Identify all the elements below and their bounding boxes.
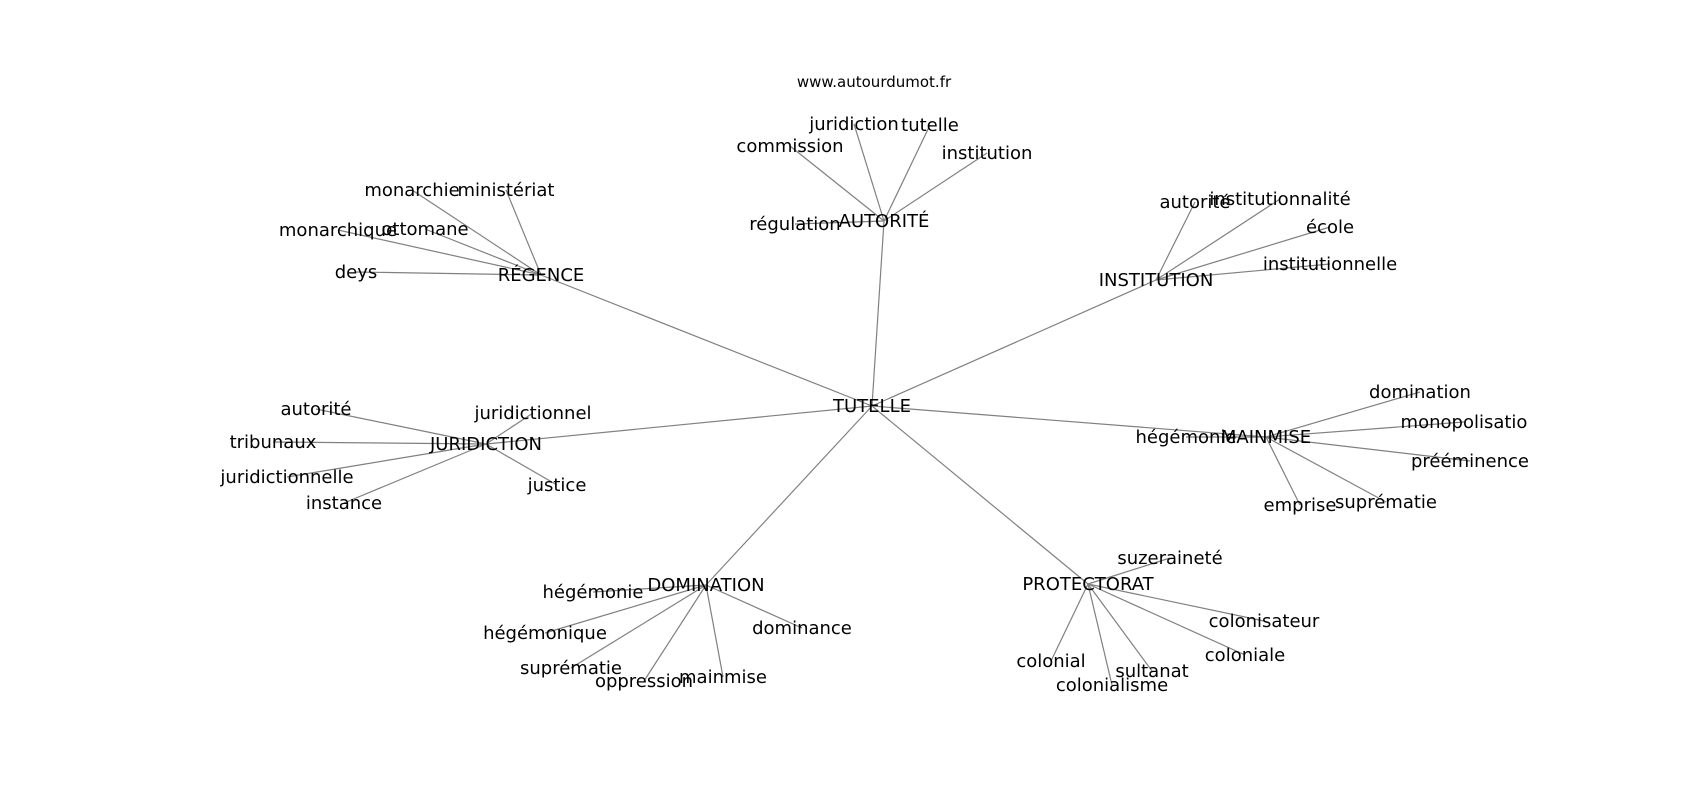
edge-juridiction-3 — [286, 443, 487, 478]
word-node-label: juridictionnelle — [219, 467, 353, 488]
word-node-label: monarchie — [364, 180, 459, 201]
word-node-label: hégémonie — [542, 582, 643, 603]
edge-regence-2 — [337, 229, 542, 276]
edge-autorite-4 — [794, 220, 885, 225]
edge-protectorat-5 — [1087, 583, 1113, 686]
edge-mainmise-0 — [1265, 391, 1421, 438]
word-node-label: juridictionnel — [473, 403, 591, 424]
word-node-label: mainmise — [679, 667, 767, 688]
word-node-label: suprématie — [520, 658, 622, 679]
edge-protectorat-4 — [1087, 583, 1153, 672]
edge-protectorat-1 — [1087, 583, 1265, 622]
word-node-label: tribunaux — [230, 432, 317, 453]
word-node-label: monopolisatio — [1401, 412, 1528, 433]
edge-center-autorite — [871, 220, 885, 407]
word-node-label: colonial — [1016, 651, 1085, 672]
edge-center-protectorat — [871, 405, 1089, 585]
edge-juridiction-5 — [485, 443, 558, 486]
edge-regence-1 — [505, 189, 542, 276]
word-node-label: régulation — [749, 214, 840, 235]
word-node-label: deys — [335, 262, 378, 283]
word-node-label: coloniale — [1205, 645, 1285, 666]
word-node-label: emprise — [1264, 495, 1337, 516]
cluster-node-label: MAINMISE — [1221, 427, 1311, 448]
source-watermark: www.autourdumot.fr — [797, 73, 952, 91]
edge-mainmise-5 — [1265, 436, 1387, 503]
edge-protectorat-2 — [1087, 583, 1246, 656]
word-node-label: dominance — [752, 618, 852, 639]
edge-protectorat-3 — [1050, 583, 1089, 662]
word-node-label: monarchique — [279, 220, 397, 241]
edge-institution-2 — [1155, 226, 1331, 281]
edge-domination-5 — [705, 584, 724, 678]
edge-domination-0 — [592, 584, 707, 593]
edge-juridiction-2 — [272, 441, 487, 445]
edge-center-domination — [705, 405, 873, 586]
word-node-label: ministériat — [458, 180, 555, 201]
edge-institution-3 — [1155, 263, 1331, 281]
cluster-node-label: RÉGENCE — [498, 264, 585, 286]
edge-domination-4 — [643, 584, 707, 682]
word-node-label: domination — [1369, 382, 1471, 403]
word-node-label: sultanat — [1115, 661, 1188, 682]
edge-domination-2 — [544, 584, 707, 634]
edge-mainmise-3 — [1265, 436, 1471, 462]
word-node-label: juridiction — [808, 114, 899, 135]
word-node-label: institutionnalité — [1209, 189, 1350, 210]
word-node-label: autorité — [280, 399, 351, 420]
edge-juridiction-1 — [485, 412, 534, 445]
edge-autorite-1 — [883, 124, 931, 222]
edge-autorite-3 — [883, 152, 988, 222]
edge-institution-1 — [1155, 198, 1281, 281]
cluster-node-label: INSTITUTION — [1099, 270, 1214, 291]
edge-center-mainmise — [871, 405, 1267, 438]
edge-center-juridiction — [485, 405, 873, 445]
edge-juridiction-0 — [315, 408, 487, 445]
word-node-label: tutelle — [901, 115, 959, 136]
edge-regence-0 — [411, 189, 542, 276]
edges — [272, 123, 1471, 686]
word-node-label: hégémonie — [1135, 427, 1236, 448]
word-node-label: oppression — [595, 671, 693, 692]
edge-mainmise-1 — [1265, 421, 1465, 438]
edge-autorite-0 — [853, 123, 885, 222]
edge-institution-0 — [1155, 201, 1196, 281]
edge-domination-1 — [705, 584, 803, 629]
word-node-label: hégémonique — [483, 623, 607, 644]
center-node-label: TUTELLE — [832, 396, 911, 417]
edge-autorite-2 — [789, 145, 885, 222]
cluster-node-label: JURIDICTION — [429, 434, 542, 455]
word-node-label: institution — [942, 143, 1033, 164]
word-node-label: école — [1306, 217, 1354, 238]
edge-protectorat-0 — [1087, 557, 1171, 585]
edge-center-institution — [871, 279, 1157, 407]
word-node-label: justice — [527, 475, 587, 496]
edge-regence-4 — [355, 271, 542, 276]
word-node-label: autorité — [1159, 192, 1230, 213]
cluster-node-label: AUTORITÉ — [839, 210, 930, 232]
word-node-label: colonisateur — [1209, 611, 1320, 632]
word-node-label: suzeraineté — [1117, 548, 1222, 569]
edge-domination-3 — [570, 584, 707, 669]
cluster-node-label: DOMINATION — [647, 575, 764, 596]
edge-juridiction-4 — [343, 443, 487, 504]
word-node-label: suprématie — [1335, 492, 1437, 513]
word-node-label: institutionnelle — [1263, 254, 1397, 275]
word-node-label: ottomane — [381, 219, 468, 240]
word-node-label: prééminence — [1411, 451, 1529, 472]
word-node-label: colonialisme — [1056, 675, 1168, 696]
edge-regence-3 — [424, 228, 542, 276]
cluster-node-label: PROTECTORAT — [1022, 574, 1154, 595]
edge-center-regence — [540, 274, 873, 407]
edge-mainmise-4 — [1265, 436, 1301, 506]
word-node-label: instance — [306, 493, 382, 514]
word-node-label: commission — [736, 136, 843, 157]
